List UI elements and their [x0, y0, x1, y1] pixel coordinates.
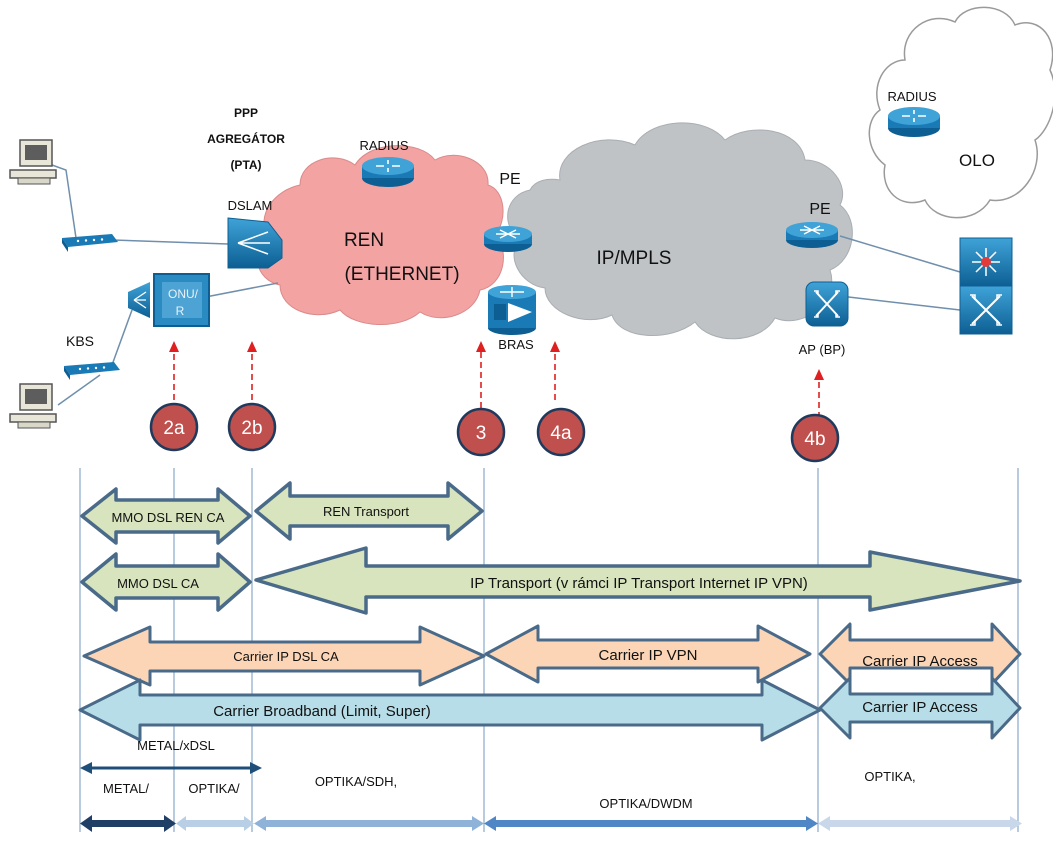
- ren-label-1: REN: [344, 230, 384, 251]
- media-metal: METAL/: [103, 781, 149, 796]
- marker-label-2b: 2b: [241, 418, 262, 439]
- router-icon-pe-left: [484, 226, 532, 252]
- arrow-carrier-ip-access-2: Carrier IP Access: [818, 676, 1022, 740]
- arrow-carrier-ip-vpn: Carrier IP VPN: [484, 624, 812, 684]
- arrow-label-carrier-broadband: Carrier Broadband (Limit, Super): [213, 703, 431, 720]
- marker-4a: 4a: [536, 407, 586, 457]
- dslam-label: DSLAM: [228, 198, 273, 213]
- connection-lines: [51, 164, 961, 406]
- bottom-bar-optika-sdh: [254, 816, 484, 831]
- modem-icon-top: [62, 234, 118, 252]
- media-optika-dwdm: OPTIKA/DWDM: [599, 796, 692, 811]
- router-icon-radius-olo: [888, 107, 940, 137]
- pe-right-label: PE: [809, 201, 830, 218]
- media-line-metal-xdsl: [80, 762, 262, 774]
- dslam-icon: [227, 217, 283, 269]
- kbs-label: KBS: [66, 333, 94, 349]
- arrow-label-ren-transport: REN Transport: [323, 504, 409, 519]
- arrow-label-carrier-ip-access-2: Carrier IP Access: [862, 699, 978, 716]
- ipmpls-label: IP/MPLS: [597, 248, 672, 269]
- router-icon-radius-ren: [362, 157, 414, 187]
- bottom-bar-optika-dwdm: [484, 816, 818, 831]
- ipmpls-cloud: [507, 122, 853, 340]
- splitter-icon: [128, 282, 150, 318]
- router-icon-pe-right: [786, 222, 838, 248]
- bras-label: BRAS: [498, 337, 534, 352]
- arrow-mmo-dsl-ca: MMO DSL CA: [80, 552, 252, 612]
- media-metal-xdsl: METAL/xDSL: [137, 738, 215, 753]
- computer-icon-bottom: [9, 383, 57, 429]
- ppp-label-1: PPP: [234, 106, 258, 120]
- arrow-carrier-broadband: Carrier Broadband (Limit, Super): [78, 678, 822, 742]
- pointer-arrowheads: [169, 341, 824, 380]
- bottom-bar-optika-olo: [818, 816, 1022, 831]
- arrow-mmo-dsl-ren-ca: MMO DSL REN CA: [80, 487, 252, 545]
- marker-4b: 4b: [790, 413, 840, 463]
- radius-ren-label: RADIUS: [359, 138, 408, 153]
- arrow-label-carrier-ip-access-1: Carrier IP Access: [862, 653, 978, 670]
- pe-left-label: PE: [499, 171, 520, 188]
- arrow-ren-transport: REN Transport: [254, 481, 484, 541]
- olo-switch-icon: [959, 285, 1013, 335]
- media-optika-2: OPTIKA,: [864, 769, 915, 784]
- switch-icon-ap: [805, 281, 849, 327]
- ap-bp-label: AP (BP): [799, 342, 846, 357]
- arrow-label-ip-transport: IP Transport (v rámci IP Transport Inter…: [470, 575, 808, 592]
- arrow-label-carrier-ip-dsl-ca: Carrier IP DSL CA: [233, 649, 339, 664]
- pointer-arrows: [173, 352, 820, 418]
- arrow-ip-transport: IP Transport (v rámci IP Transport Inter…: [254, 546, 1022, 615]
- marker-2b: 2b: [227, 402, 277, 452]
- marker-label-3: 3: [476, 423, 487, 444]
- marker-label-4a: 4a: [550, 423, 572, 444]
- olo-label: OLO: [959, 151, 995, 170]
- onu-device: [153, 273, 210, 327]
- marker-label-2a: 2a: [163, 418, 185, 439]
- arrow-label-mmo-dsl-ren-ca: MMO DSL REN CA: [112, 510, 225, 525]
- modem-icon-bottom: [64, 362, 120, 380]
- radius-olo-label: RADIUS: [887, 89, 936, 104]
- arrow-carrier-ip-dsl-ca: Carrier IP DSL CA: [82, 625, 486, 687]
- bras-icon: [488, 285, 536, 335]
- marker-label-4b: 4b: [804, 429, 825, 450]
- olo-hub-icon: [959, 237, 1013, 287]
- media-optika-1: OPTIKA/: [188, 781, 240, 796]
- marker-2a: 2a: [149, 402, 199, 452]
- computer-icon-top: [9, 139, 57, 185]
- olo-cloud: [868, 6, 1053, 219]
- ren-cloud: [256, 145, 504, 325]
- onu-label-1: ONU/: [168, 287, 199, 301]
- arrow-label-carrier-ip-vpn: Carrier IP VPN: [599, 647, 698, 664]
- bottom-bar-optika-access: [176, 816, 254, 831]
- marker-3: 3: [456, 407, 506, 457]
- arrow-label-mmo-dsl-ca: MMO DSL CA: [117, 576, 199, 591]
- media-optika-sdh: OPTIKA/SDH,: [315, 774, 397, 789]
- ren-label-2: (ETHERNET): [344, 264, 459, 285]
- bottom-bar-metal: [80, 815, 176, 832]
- arrow-carrier-ip-access-1: Carrier IP Access: [818, 622, 1022, 686]
- ppp-label-2: AGREGÁTOR: [207, 131, 285, 146]
- onu-label-2: R: [176, 304, 185, 318]
- ppp-label-3: (PTA): [230, 158, 261, 172]
